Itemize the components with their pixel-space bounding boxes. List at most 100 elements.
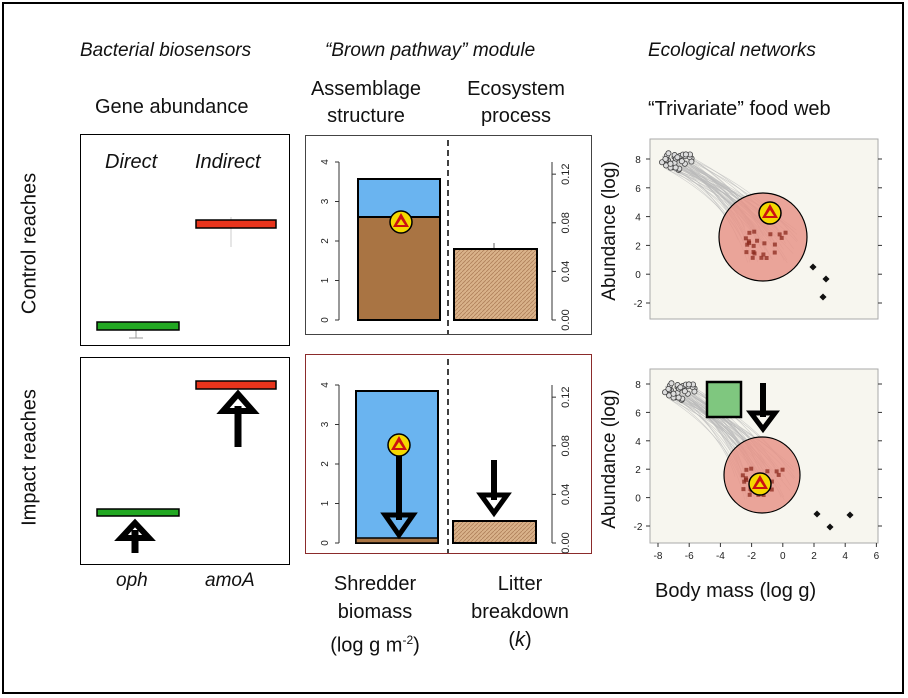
subheader-ecosystem: Ecosystem process (446, 76, 586, 130)
top-predator-point (819, 293, 827, 301)
left-tick-label: 3 (320, 198, 331, 204)
species-point (674, 154, 681, 161)
inner-point (744, 250, 749, 255)
litter-paren-close: ) (525, 629, 532, 651)
gene-label-oph: oph (116, 570, 148, 591)
inner-points (743, 229, 788, 260)
inner-point (742, 479, 747, 484)
inner-point (741, 487, 746, 492)
header-bacterial-biosensors: Bacterial biosensors (80, 40, 252, 61)
inner-point (740, 473, 745, 478)
left-tick-label: 4 (320, 382, 331, 388)
gene-control-plot (96, 217, 277, 339)
inner-point (769, 487, 774, 492)
left-tick-label: 2 (320, 461, 331, 467)
inner-point (783, 230, 788, 235)
species-point (677, 384, 684, 391)
top-predator-point (813, 510, 821, 518)
shredder-unit: (log g m (330, 634, 403, 657)
species-point (682, 151, 689, 158)
label-direct: Direct (105, 151, 158, 173)
x-tick-label: 2 (811, 551, 817, 562)
litter-paren-open: ( (508, 629, 515, 651)
species-point (678, 158, 685, 165)
inner-point (744, 467, 749, 472)
litter-line2: breakdown (471, 601, 569, 623)
inner-point (749, 466, 754, 471)
left-tick-label: 0 (320, 540, 331, 546)
shredder-unit-close: ) (413, 634, 420, 657)
warning-triangle-icon (748, 472, 772, 496)
inner-point (762, 241, 767, 246)
top-predator-point (826, 523, 834, 531)
species-points (659, 150, 830, 301)
ecosystem-line1: Ecosystem (467, 78, 565, 100)
inner-point (750, 255, 755, 260)
inner-point (747, 230, 752, 235)
right-tick-label: 0.12 (560, 163, 572, 184)
right-tick-label: 0.08 (560, 212, 572, 233)
species-point (685, 381, 692, 388)
xlabel-body-mass: Body mass (log g) (655, 580, 817, 602)
amoa-bar-impact (195, 380, 277, 390)
species-point (665, 150, 672, 157)
species-point (681, 388, 688, 395)
right-tick-label: 0.04 (560, 261, 572, 282)
row-label-impact: Impact reaches (18, 389, 41, 526)
inner-point (772, 242, 777, 247)
ecosystem-line2: process (480, 105, 552, 127)
subheader-assemblage: Assemblage structure (296, 76, 436, 130)
left-tick-label: 2 (320, 238, 331, 244)
inner-point (747, 492, 752, 497)
y-tick-label: -2 (634, 522, 643, 533)
right-tick-label: 0.12 (560, 386, 572, 407)
shredder-unit-exponent: -2 (402, 633, 414, 647)
ylabel-abundance-control: Abundance (log) (599, 161, 620, 301)
top-predator-point (809, 263, 817, 271)
row-label-control: Control reaches (18, 172, 41, 315)
oph-bar-control (96, 321, 180, 331)
amoa-bar-control (195, 219, 277, 229)
oph-bar-impact (96, 508, 180, 517)
shredder-bar-brown-impact (355, 537, 439, 544)
y-tick-label: 0 (635, 270, 641, 281)
litter-line1: Litter (497, 573, 543, 595)
inner-point (751, 243, 756, 248)
y-tick-label: 2 (635, 465, 641, 476)
ylabel-abundance-impact: Abundance (log) (599, 389, 620, 529)
top-predator-point (822, 275, 830, 283)
gene-panel-control: Direct Indirect (80, 134, 290, 346)
litter-line3: (k) (455, 626, 585, 654)
right-axis: 0.00 0.04 0.08 0.12 (551, 162, 572, 331)
inner-point (743, 236, 748, 241)
right-tick-label: 0.04 (560, 484, 572, 505)
y-tick-label: 6 (635, 184, 641, 195)
warning-triangle-icon (389, 210, 413, 234)
species-point (670, 390, 677, 397)
inner-point (765, 469, 770, 474)
header-ecological-networks: Ecological networks (648, 40, 816, 61)
label-litter-breakdown: Litter breakdown (k) (455, 570, 585, 654)
right-tick-label: 0.00 (560, 309, 572, 330)
species-point (662, 155, 669, 162)
litter-k: k (515, 629, 525, 651)
left-tick-label: 3 (320, 421, 331, 427)
right-axis: 0.000.040.080.12 (551, 385, 572, 554)
right-tick-label: 0.08 (560, 435, 572, 456)
species-point (667, 160, 674, 167)
gene-impact-plot (96, 380, 277, 553)
x-tick-label: 6 (874, 551, 880, 562)
y-tick-label: 0 (635, 494, 641, 505)
warning-triangle-icon (387, 433, 411, 457)
inner-point (779, 235, 784, 240)
left-tick-label: 0 (320, 317, 331, 323)
species-point (665, 385, 672, 392)
species-points (662, 380, 854, 531)
litter-bar-impact (452, 520, 537, 544)
